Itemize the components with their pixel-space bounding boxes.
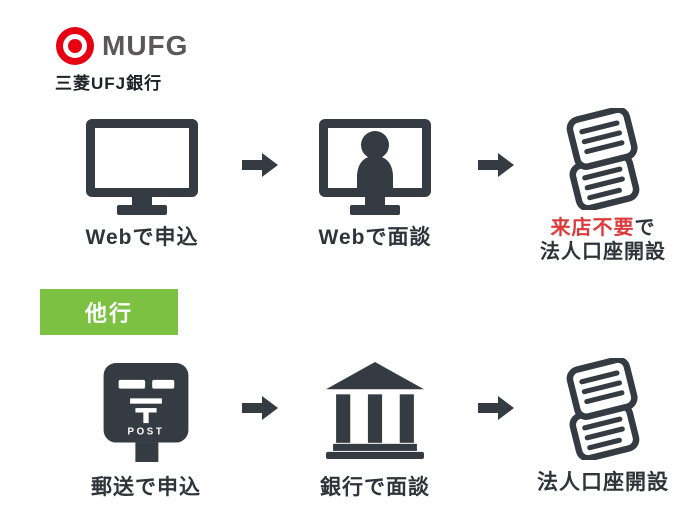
brand-header: MUFG 三菱UFJ銀行 [55, 26, 188, 94]
step-label: Webで面談 [318, 226, 432, 249]
flow-arrow-icon [478, 396, 514, 420]
brand-bank-name: 三菱UFJ銀行 [55, 74, 163, 93]
brand-wordmark: MUFG [102, 30, 189, 61]
highlight-text: 来店不要 [550, 217, 635, 239]
web-interview-monitor-icon [319, 119, 431, 215]
step-bank-interview: 銀行で面談 [290, 362, 460, 501]
flow-arrow-icon [242, 153, 278, 177]
postbox-post-text: POST [127, 427, 164, 438]
step-label: 郵送で申込 [91, 476, 201, 499]
flow-arrow-icon [478, 153, 514, 177]
bank-building-icon [326, 362, 424, 459]
step-account-open: 法人口座開設 [518, 358, 688, 496]
step-web-interview: Webで面談 [290, 119, 460, 251]
documents-icon [566, 358, 640, 460]
step-label: 法人口座開設 [537, 471, 669, 494]
mufg-logo-icon [56, 27, 94, 65]
step-mail-apply: POST 郵送で申込 [61, 363, 231, 501]
step-label: 銀行で面談 [320, 476, 430, 499]
documents-icon [566, 108, 640, 210]
postbox-icon: POST [103, 363, 189, 462]
step-web-apply: Webで申込 [57, 119, 227, 251]
other-banks-badge: 他行 [40, 289, 178, 335]
step-no-visit-account-open: 来店不要で 法人口座開設 [518, 108, 688, 264]
flow-arrow-icon [242, 396, 278, 420]
step-label: 来店不要で 法人口座開設 [540, 217, 666, 263]
step-label: Webで申込 [85, 226, 199, 249]
badge-label: 他行 [84, 301, 133, 326]
monitor-icon [86, 119, 198, 215]
